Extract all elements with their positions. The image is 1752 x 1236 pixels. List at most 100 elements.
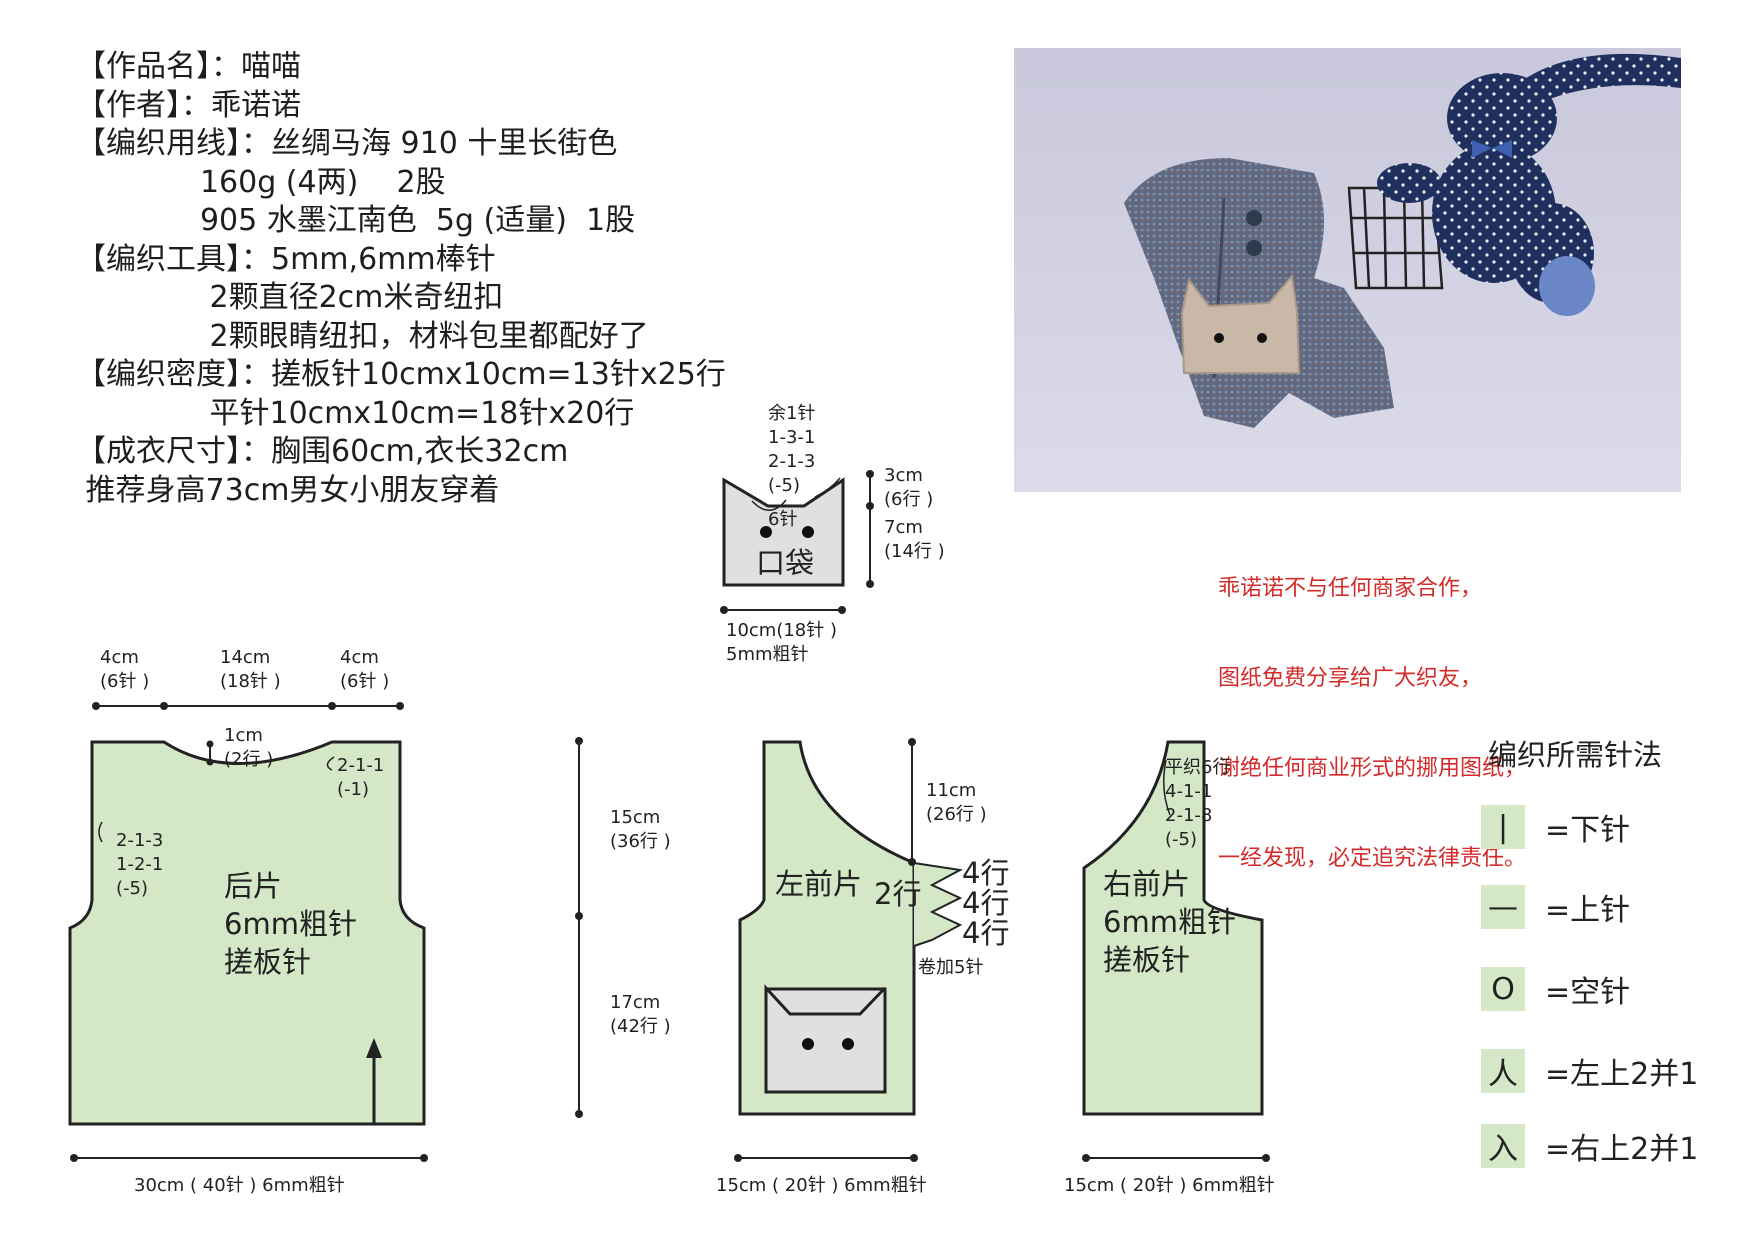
back-w2-label: 14cm [220, 647, 270, 668]
left-front-pocket-eye [842, 1038, 854, 1050]
back-neck-curve [326, 756, 335, 771]
info-yarn-weight: 160g (4两) 2股 [76, 164, 446, 200]
pocket-dec-curve [751, 499, 787, 511]
left-front-height-label: 11cm [926, 780, 976, 801]
copyright-notice: 乖诺诺不与任何商家合作， 图纸免费分享给广大织友， 谢绝任何商业形式的挪用图纸，… [1218, 514, 1526, 904]
legend-title: 编织所需针法 [1488, 738, 1663, 772]
back-needle-label: 6mm粗针 [224, 907, 357, 941]
dim-dot [328, 702, 336, 710]
dim-dot [206, 758, 214, 766]
dim-dot [70, 1154, 78, 1162]
dim-dot [838, 606, 846, 614]
bunny-toy [1377, 53, 1681, 316]
info-gauge-stockinette: 平针10cmx10cm=18针x20行 [76, 395, 635, 431]
info-author: 【作者】：乖诺诺 [76, 87, 301, 123]
dim-dot [420, 1154, 428, 1162]
pocket-dec-curve [814, 477, 841, 498]
right-front-title: 右前片 [1103, 867, 1190, 901]
back-neck-dec-label: (-1) [337, 779, 369, 800]
back-w3-label: 4cm [340, 647, 379, 668]
legend-item-yarn-over: O =空针 [1481, 966, 1630, 1012]
back-arm-dec-label: (-5) [116, 878, 148, 899]
back-bottom-label: 30cm ( 40针 ) 6mm粗针 [134, 1175, 345, 1196]
right-front-diagram: 平织6行 4-1-1 2-1-8 (-5) 右前片 6mm粗针 搓板针 15cm… [1064, 740, 1275, 1196]
pocket-diagram: 余1针 1-3-1 2-1-3 (-5) 6针 口袋 3cm (6行 ) 7cm… [720, 403, 945, 665]
left-front-diagram: 左前片 2行 11cm (26行 ) 4行 4行 4行 卷加5针 15cm ( … [716, 738, 1009, 1196]
dim-dot [908, 858, 916, 866]
info-eye-buttons: 2颗眼睛纽扣，材料包里都配好了 [76, 318, 649, 354]
left-front-slit-label: 4行 [962, 916, 1009, 950]
back-neck-dec-label: 2-1-1 [337, 755, 384, 776]
height-bottom-label: (42行 ) [610, 1016, 671, 1037]
back-arm-dec-label: 2-1-3 [116, 830, 163, 851]
yarn-over-symbol-icon: O [1481, 967, 1525, 1011]
legend-item-k2tog-left: 人 =左上2并1 [1481, 1048, 1698, 1094]
back-panel-outline [68, 740, 426, 1126]
dim-dot [1262, 1154, 1270, 1162]
left-front-pocket-ears [764, 984, 887, 1016]
height-measure: 15cm (36行 ) 17cm (42行 ) [575, 737, 671, 1118]
info-title: 【作品名】：喵喵 [76, 49, 301, 84]
dim-dot [92, 702, 100, 710]
height-top-label: (36行 ) [610, 831, 671, 852]
back-w2-label: (18针 ) [220, 671, 281, 692]
dim-dot [866, 502, 874, 510]
legend-label: =上针 [1545, 893, 1631, 928]
info-tools: 【编织工具】：5mm,6mm棒针 [76, 241, 496, 277]
legend-item-purl: — =上针 [1481, 884, 1630, 930]
dim-dot [575, 1110, 583, 1118]
legend-item-knit: | =下针 [1481, 804, 1630, 850]
pocket-eye-right [802, 526, 814, 538]
dim-dot [206, 740, 214, 748]
pocket-dec-line: 2-1-3 [768, 451, 815, 472]
legend-label: =左上2并1 [1545, 1057, 1699, 1092]
pocket-h2-label: 7cm [884, 517, 923, 538]
pocket-center-label: 6针 [768, 509, 797, 530]
info-yarn: 【编织用线】：丝绸马海 910 十里长街色 [76, 126, 618, 161]
left-front-bottom-label: 15cm ( 20针 ) 6mm粗针 [716, 1175, 927, 1196]
back-arm-dec-label: 1-2-1 [116, 854, 163, 875]
dim-dot [734, 1154, 742, 1162]
notice-line: 一经发现，必定追究法律责任。 [1218, 846, 1527, 871]
right-front-dec-label: 平织6行 [1165, 757, 1230, 778]
dim-dot [866, 470, 874, 478]
right-front-outline [1082, 740, 1264, 1116]
pocket-eye-left [760, 526, 772, 538]
left-front-buttonholes [913, 862, 964, 947]
info-size: 【成衣尺寸】：胸围60cm,衣长32cm [76, 434, 569, 469]
back-neck-depth-label: 1cm [224, 725, 263, 746]
left-front-pocket [764, 987, 887, 1094]
back-w3-label: (6针 ) [340, 671, 389, 692]
dim-dot [575, 912, 583, 920]
pocket-width-label: 10cm(18针 ) [726, 620, 837, 641]
dim-dot [396, 702, 404, 710]
dim-dot [575, 737, 583, 745]
pocket-width-label: 5mm粗针 [726, 644, 809, 665]
right-front-dec-curve [1163, 759, 1171, 816]
left-front-height-label: (26行 ) [926, 804, 987, 825]
pocket-outline [722, 477, 845, 587]
dim-dot [908, 738, 916, 746]
knitted-vest [1124, 158, 1394, 428]
legend-label: =下针 [1545, 813, 1631, 848]
info-gauge-garter: 【编织密度】：搓板针10cmx10cm=13针x25行 [76, 357, 726, 392]
dim-dot [720, 606, 728, 614]
right-front-needle-label: 6mm粗针 [1103, 905, 1236, 939]
notice-line: 谢绝任何商业形式的挪用图纸， [1218, 756, 1527, 781]
back-stitch-label: 搓板针 [224, 945, 311, 979]
purl-symbol-icon: — [1481, 885, 1525, 929]
pocket-h1-label: 3cm [884, 465, 923, 486]
height-top-label: 15cm [610, 807, 660, 828]
back-w1-label: 4cm [100, 647, 139, 668]
right-front-dec-label: 4-1-1 [1165, 781, 1212, 802]
pocket-h2-label: (14行 ) [884, 541, 945, 562]
left-front-pocket-eye [802, 1038, 814, 1050]
right-front-bottom-label: 15cm ( 20针 ) 6mm粗针 [1064, 1175, 1275, 1196]
left-front-rows-label: 2行 [874, 877, 921, 911]
pocket-label: 口袋 [756, 546, 814, 580]
info-buttons: 2颗直径2cm米奇纽扣 [76, 280, 504, 315]
right-front-dec-label: 2-1-8 [1165, 805, 1212, 826]
dim-dot [910, 1154, 918, 1162]
legend-label: =空针 [1545, 975, 1631, 1010]
